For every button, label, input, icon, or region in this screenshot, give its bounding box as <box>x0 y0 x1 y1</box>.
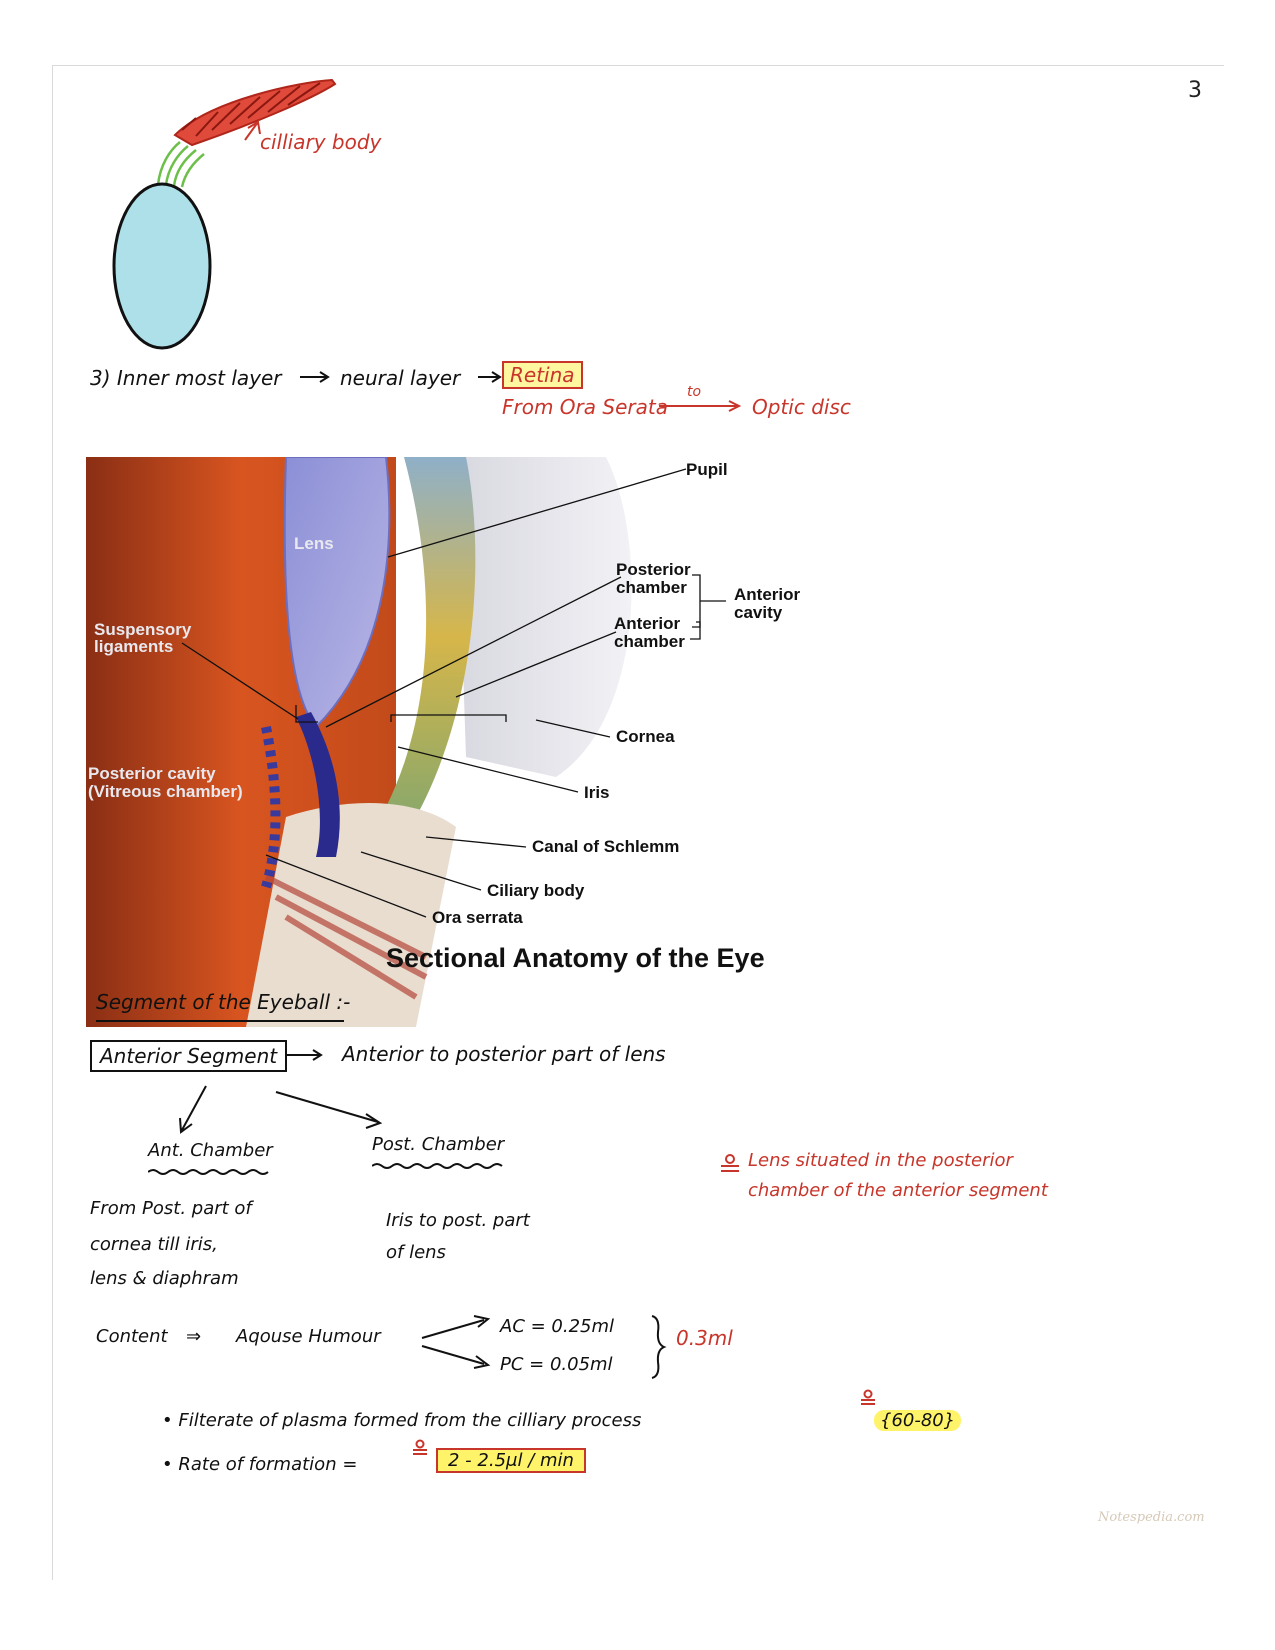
lens-ciliary-sketch <box>112 78 337 350</box>
ant-chamber-underline <box>148 1169 269 1175</box>
segment-heading: Segment of the Eyeball :- <box>96 990 351 1014</box>
bullet-filterate-text: Filterate of plasma formed from the cill… <box>178 1410 642 1431</box>
ciliary-shape <box>246 803 456 1027</box>
content-label: Content <box>96 1326 168 1347</box>
arrow-icon <box>300 371 330 383</box>
ciliary-body-drawing <box>173 78 337 147</box>
eye-anatomy-figure: Pupil Lens Posterior chamber Anterior ca… <box>86 457 801 1027</box>
ciliary-process-count: {60-80} <box>874 1410 962 1431</box>
retina-box: Retina <box>502 361 583 389</box>
formation-rate-box: 2 - 2.5μl / min <box>436 1448 586 1473</box>
note-line1: Lens situated in the posterior <box>748 1150 1013 1171</box>
page-top-border <box>52 65 1224 66</box>
important-mark-icon <box>413 1439 427 1455</box>
aqueous-humour-text: Aqouse Humour <box>236 1326 381 1347</box>
ant-chamber-title: Ant. Chamber <box>148 1140 273 1161</box>
cornea-shape <box>456 457 632 777</box>
label-anterior-cavity-1: Anterior <box>734 585 801 604</box>
watermark: Notespedia.com <box>1098 1510 1205 1525</box>
optic-disc-text: Optic disc <box>752 395 851 419</box>
label-posterior-chamber-1: Posterior <box>616 560 691 579</box>
ant-chamber-line1: From Post. part of <box>90 1198 252 1219</box>
suspensory-fibres-drawing <box>156 141 205 188</box>
ac-volume: AC = 0.25ml <box>500 1316 615 1337</box>
bullet-rate-text: Rate of formation = <box>178 1454 358 1475</box>
figure-caption: Sectional Anatomy of the Eye <box>386 943 765 973</box>
arrow-icon <box>659 400 742 412</box>
label-cornea: Cornea <box>616 727 675 746</box>
label-posterior-cavity-1: Posterior cavity <box>88 764 216 783</box>
neural-layer-text: neural layer <box>340 366 461 390</box>
lens-drawing <box>112 182 212 350</box>
label-anterior-chamber-2: chamber <box>614 632 685 651</box>
brace-icon <box>651 1315 667 1379</box>
anterior-segment-box: Anterior Segment <box>90 1040 288 1072</box>
label-anterior-cavity-2: cavity <box>734 603 783 622</box>
label-posterior-cavity-2: (Vitreous chamber) <box>88 782 243 801</box>
pc-volume: PC = 0.05ml <box>500 1354 613 1375</box>
arrow-icon <box>478 371 502 383</box>
label-suspensory-1: Suspensory <box>94 620 192 639</box>
to-text: to <box>687 384 702 400</box>
label-ora-serrata: Ora serrata <box>432 908 523 927</box>
label-pupil: Pupil <box>686 460 728 479</box>
bullet-filterate: • Filterate of plasma formed from the ci… <box>162 1410 642 1431</box>
ant-chamber-line2: cornea till iris, <box>90 1234 218 1255</box>
anterior-segment-desc: Anterior to posterior part of lens <box>342 1042 666 1066</box>
post-chamber-line1: Iris to post. part <box>386 1210 530 1231</box>
cilliary-body-label: cilliary body <box>260 130 382 154</box>
post-chamber-line2: of lens <box>386 1242 446 1263</box>
from-ora-serata: From Ora Serata <box>502 395 668 419</box>
label-posterior-chamber-2: chamber <box>616 578 687 597</box>
bullet-rate: • Rate of formation = <box>162 1454 358 1475</box>
implies-icon: ⇒ <box>186 1326 202 1347</box>
important-mark-icon <box>721 1154 739 1172</box>
post-chamber-title: Post. Chamber <box>372 1134 505 1155</box>
label-lens: Lens <box>294 534 334 553</box>
total-volume: 0.3ml <box>676 1326 733 1350</box>
iris-shape <box>386 457 476 817</box>
important-mark-icon <box>861 1389 875 1405</box>
inner-layer-prefix: 3) Inner most layer <box>90 366 282 390</box>
branch-arrows <box>179 1085 383 1134</box>
split-arrows <box>421 1315 491 1369</box>
page-left-border <box>52 65 53 1580</box>
post-chamber-underline <box>372 1163 503 1169</box>
label-iris: Iris <box>584 783 610 802</box>
ant-chamber-line3: lens & diaphram <box>90 1268 239 1289</box>
page-number: 3 <box>1188 78 1202 103</box>
label-canal-of-schlemm: Canal of Schlemm <box>532 837 679 856</box>
label-ciliary-body: Ciliary body <box>487 881 585 900</box>
label-suspensory-2: ligaments <box>94 637 173 656</box>
note-line2: chamber of the anterior segment <box>748 1180 1048 1201</box>
label-anterior-chamber-1: Anterior <box>614 614 681 633</box>
arrow-icon <box>287 1049 323 1061</box>
heading-underline <box>96 1020 344 1022</box>
